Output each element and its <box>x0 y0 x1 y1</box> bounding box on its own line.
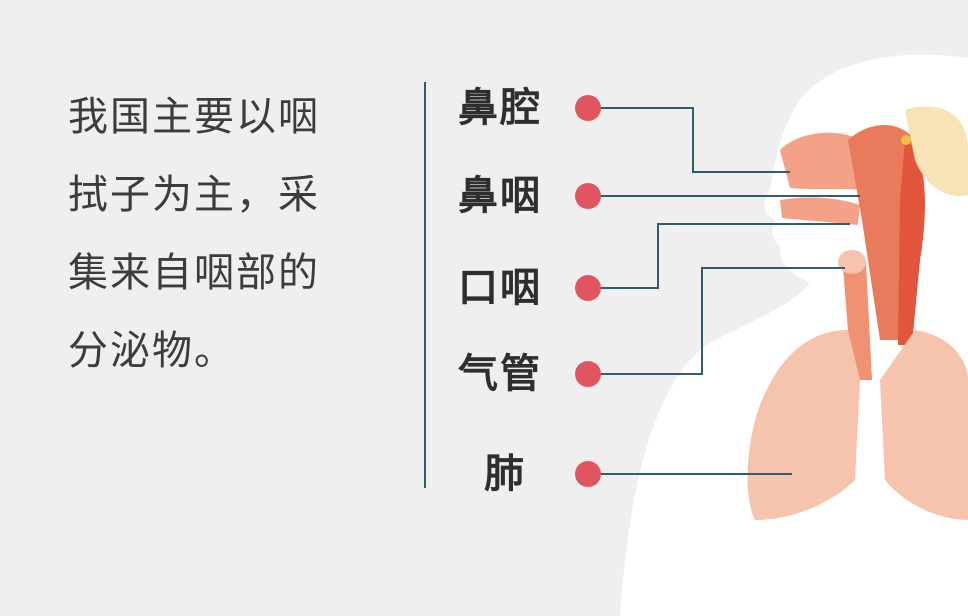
larynx-shape <box>838 250 866 274</box>
description-line: 集来自咽部的 <box>68 250 320 296</box>
leader-line-trachea <box>588 267 845 375</box>
description-line: 分泌物。 <box>68 328 236 374</box>
right-lung-shape <box>880 330 968 520</box>
left-lung-shape <box>747 330 860 520</box>
pharynx-shape <box>848 125 915 340</box>
nasal-cavity-shape <box>780 132 862 190</box>
marker-dot-trachea <box>575 361 601 387</box>
oral-cavity-shape <box>780 197 860 225</box>
marker-dot-lung <box>575 461 601 487</box>
marker-dot-nasopharynx <box>575 183 601 209</box>
label-oropharynx: 口咽 <box>458 265 542 311</box>
label-lung: 肺 <box>484 451 526 497</box>
brain-shape <box>905 106 968 196</box>
vertical-divider <box>424 82 426 488</box>
marker-dot-oropharynx <box>575 275 601 301</box>
marker-dot-nasal-cavity <box>575 95 601 121</box>
leader-line-nasal-cavity <box>588 107 790 173</box>
label-nasal-cavity: 鼻腔 <box>458 85 542 131</box>
esophagus-shape <box>898 140 925 345</box>
description-text: 我国主要以咽 拭子为主，采 集来自咽部的 分泌物。 <box>68 78 388 390</box>
label-trachea: 气管 <box>458 351 542 397</box>
leader-line-oropharynx <box>588 223 850 289</box>
pituitary-dot <box>901 135 911 145</box>
label-nasopharynx: 鼻咽 <box>458 173 542 219</box>
description-line: 我国主要以咽 <box>68 94 320 140</box>
description-line: 拭子为主，采 <box>68 172 320 218</box>
